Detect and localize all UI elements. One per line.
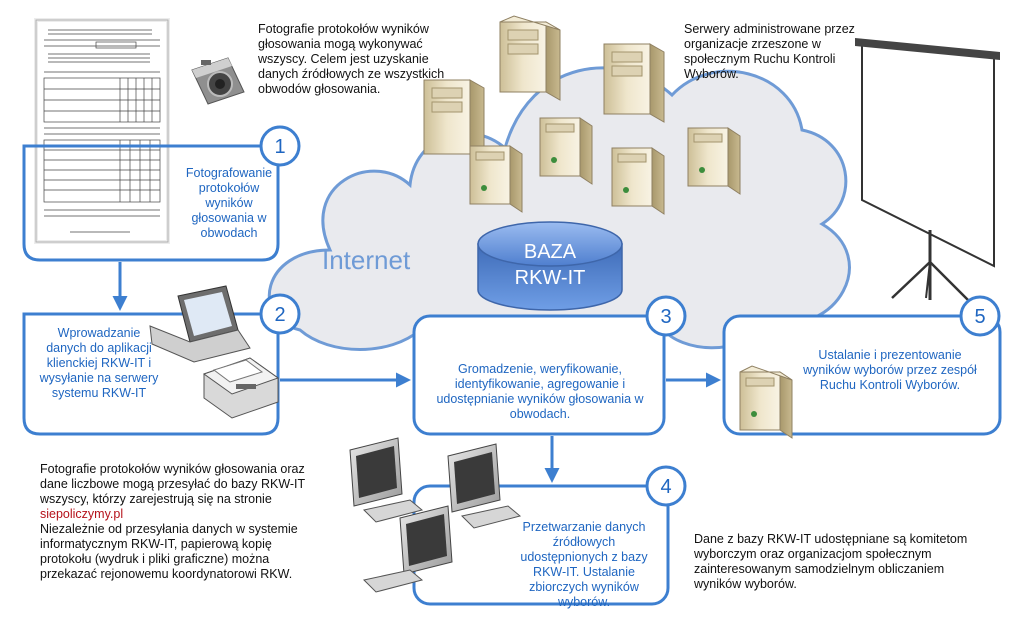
database-cylinder-icon [477,221,623,311]
workstation-icon [362,505,453,593]
siepoliczymy-link[interactable]: siepoliczymy.pl [40,507,124,521]
data-access-note: Dane z bazy RKW-IT udostępniane są komit… [694,532,968,591]
step-4-number: 4 [660,476,671,498]
database-label-line2: RKW-IT [515,267,586,289]
step-3-text: Gromadzenie, weryfikowanie, identyfikowa… [436,362,644,421]
upload-note-text: Fotografie protokołów wyników głosowania… [40,462,305,506]
server-icon [739,365,793,439]
step-5-number: 5 [974,306,985,328]
server-icon [539,117,593,185]
step-2-text: Wprowadzanie danych do aplikacji klienck… [39,326,159,400]
server-icon [611,147,665,215]
workstation-icon [349,437,424,523]
database-label-line1: BAZA [524,241,577,263]
upload-note-text-2: Niezależnie od przesyłania danych w syst… [40,522,298,581]
server-icon [499,15,561,101]
upload-note: Fotografie protokołów wyników głosowania… [40,462,322,582]
step-3-box [412,314,666,436]
step-4-text: Przetwarzanie danych źródłowych udostępn… [520,520,648,609]
step-badges [259,125,1001,507]
server-icon [687,127,741,195]
camera-icon [191,57,245,105]
step-boxes [22,144,1002,606]
step-5-box [722,314,1002,436]
server-cluster [423,15,741,215]
workstation-icon [447,443,522,529]
laptop-icon [149,285,251,363]
projection-screen-icon [855,38,1000,301]
workstations-group [349,437,522,593]
step-1-number: 1 [274,136,285,158]
printer-icon [202,357,280,419]
step-5-text: Ustalanie i prezentowanie wyników wyboró… [803,348,977,392]
servers-note: Serwery administrowane przez organizacje… [684,22,855,81]
server-icon [603,43,665,123]
photo-note: Fotografie protokołów wyników głosowania… [258,22,445,96]
internet-label: Internet [322,245,411,275]
step-2-number: 2 [274,304,285,326]
flow-arrows [112,262,721,483]
step-3-number: 3 [660,306,671,328]
server-icon [469,145,523,213]
protocol-document-icon [34,18,170,244]
server-icon [423,79,485,163]
step-1-text: Fotografowanie protokołów wyników głosow… [185,166,273,240]
